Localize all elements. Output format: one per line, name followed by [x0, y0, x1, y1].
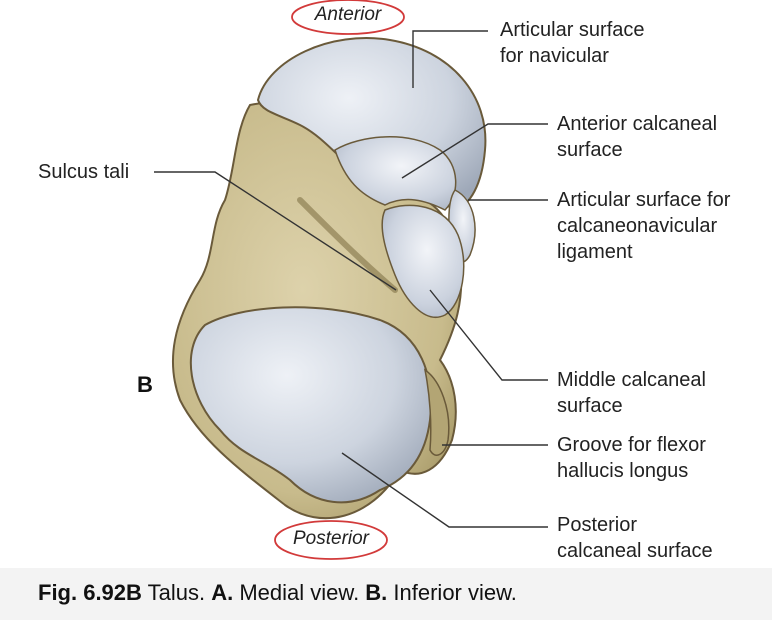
figure-caption: Fig. 6.92B Talus. A. Medial view. B. Inf… [38, 580, 517, 606]
posterior-calcaneal-surface [189, 306, 432, 504]
caption-part2: Medial view. [233, 580, 366, 605]
caption-letter-b: B. [365, 580, 388, 605]
leader-lines [154, 30, 548, 528]
sulcus-tali-groove [297, 197, 398, 293]
talus-figure: Anterior Posterior B Articular surface f… [0, 0, 772, 568]
leader-anterior-calcaneal [401, 123, 548, 179]
caption-letter-a: A. [211, 580, 234, 605]
label-calcaneonavicular: Articular surface for calcaneonavicular … [557, 189, 731, 263]
leader-posterior-calcaneal [341, 452, 548, 528]
anterior-calcaneal-surface [334, 136, 457, 211]
flexor-hallucis-groove [423, 368, 450, 456]
leader-middle-calcaneal [429, 289, 548, 381]
leader-articular-navicular [412, 30, 488, 88]
caption-fig-number: Fig. 6.92B [38, 580, 142, 605]
posterior-label: Posterior [292, 528, 370, 549]
leader-sulcus-tali [154, 171, 397, 291]
caption-part3: Inferior view. [387, 580, 517, 605]
posterior-ring [274, 520, 388, 560]
label-posterior-calcaneal: Posterior calcaneal surface [557, 514, 713, 562]
middle-calcaneal-surface [381, 204, 465, 318]
anterior-ring [291, 0, 405, 35]
talus-illustration [154, 0, 548, 560]
panel-letter: B [137, 372, 153, 397]
label-articular-navicular: Articular surface for navicular [500, 19, 645, 67]
caption-part1: Talus. [141, 580, 212, 605]
anterior-label: Anterior [314, 4, 382, 25]
label-groove-flexor: Groove for flexor hallucis longus [557, 434, 706, 482]
label-sulcus-tali: Sulcus tali [38, 161, 130, 183]
label-middle-calcaneal: Middle calcaneal surface [557, 369, 706, 417]
label-anterior-calcaneal: Anterior calcaneal surface [557, 113, 718, 161]
